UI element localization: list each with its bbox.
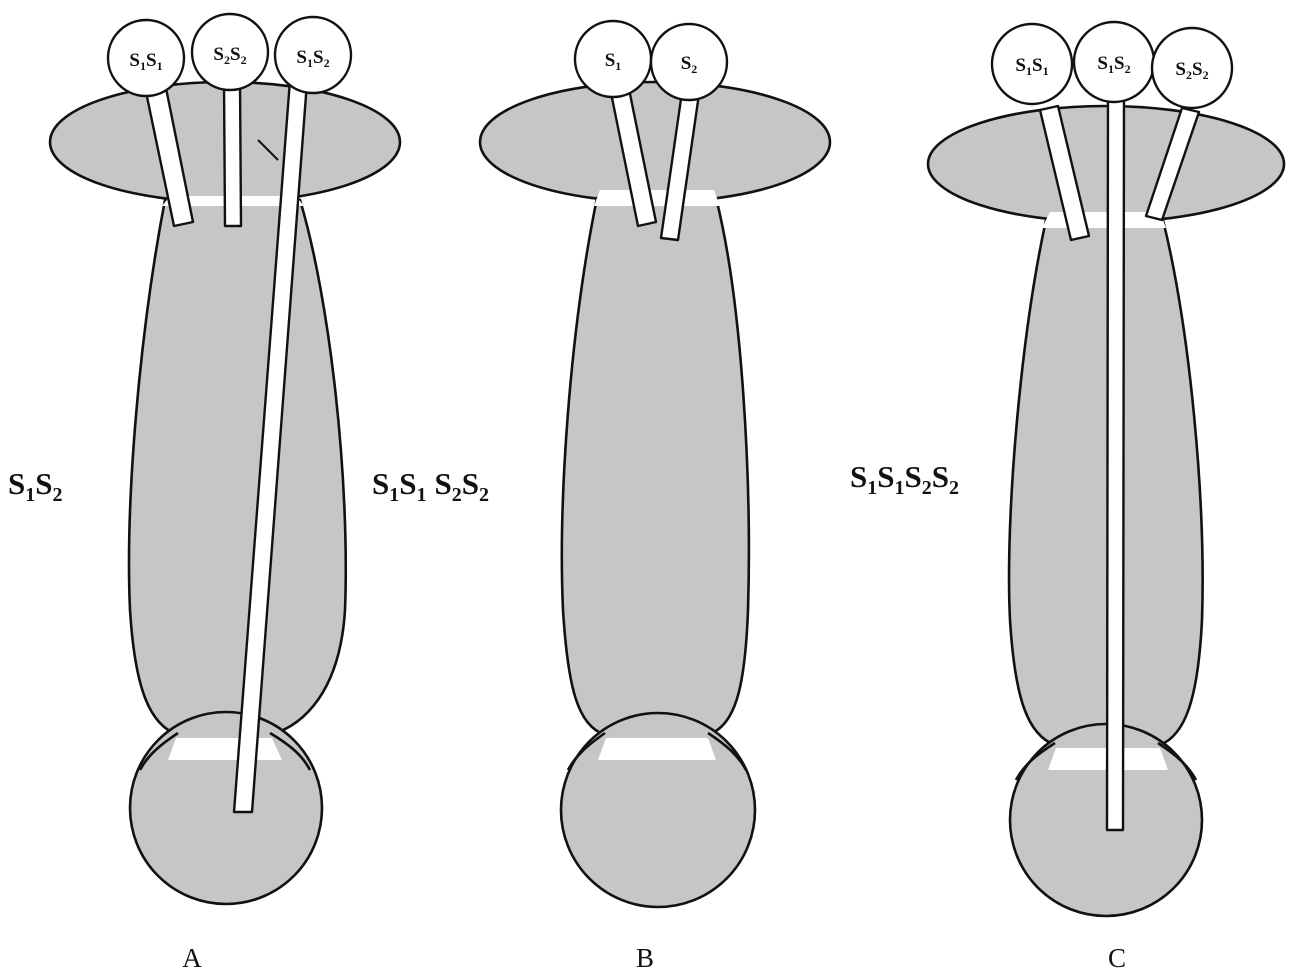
pollen-tube-a-2 [224, 82, 241, 226]
pollen-grain-a-2: S2S2 [192, 14, 268, 90]
pollen-tube-c-2 [1107, 92, 1124, 830]
panel-label-a: A [182, 943, 202, 973]
pollen-grain-b-2: S2 [651, 24, 727, 100]
style-genotype-label-c: S1S1S2S2 [850, 459, 959, 499]
pollen-genotype-label-a: S1S2 [8, 466, 63, 506]
panel-c: S1S1 S1S2 S2S2 S1S1S2S2 C [850, 22, 1284, 973]
panel-b: S1 S2 B [480, 21, 830, 973]
style-a [129, 200, 346, 735]
pollen-grain-a-3: S1S2 [275, 17, 351, 93]
style-c [1009, 220, 1203, 745]
pollen-grain-c-2: S1S2 [1074, 22, 1154, 102]
stigma-b [480, 82, 830, 202]
pollen-grain-b-1: S1 [575, 21, 651, 97]
panel-label-c: C [1108, 943, 1126, 973]
pollen-grain-a-1: S1S1 [108, 20, 184, 96]
pollen-grain-c-3: S2S2 [1152, 28, 1232, 108]
style-b [562, 198, 749, 735]
panel-label-b: B [636, 943, 654, 973]
stigma-c [928, 106, 1284, 222]
pistil-b [480, 82, 830, 907]
pollen-grain-c-1: S1S1 [992, 24, 1072, 104]
